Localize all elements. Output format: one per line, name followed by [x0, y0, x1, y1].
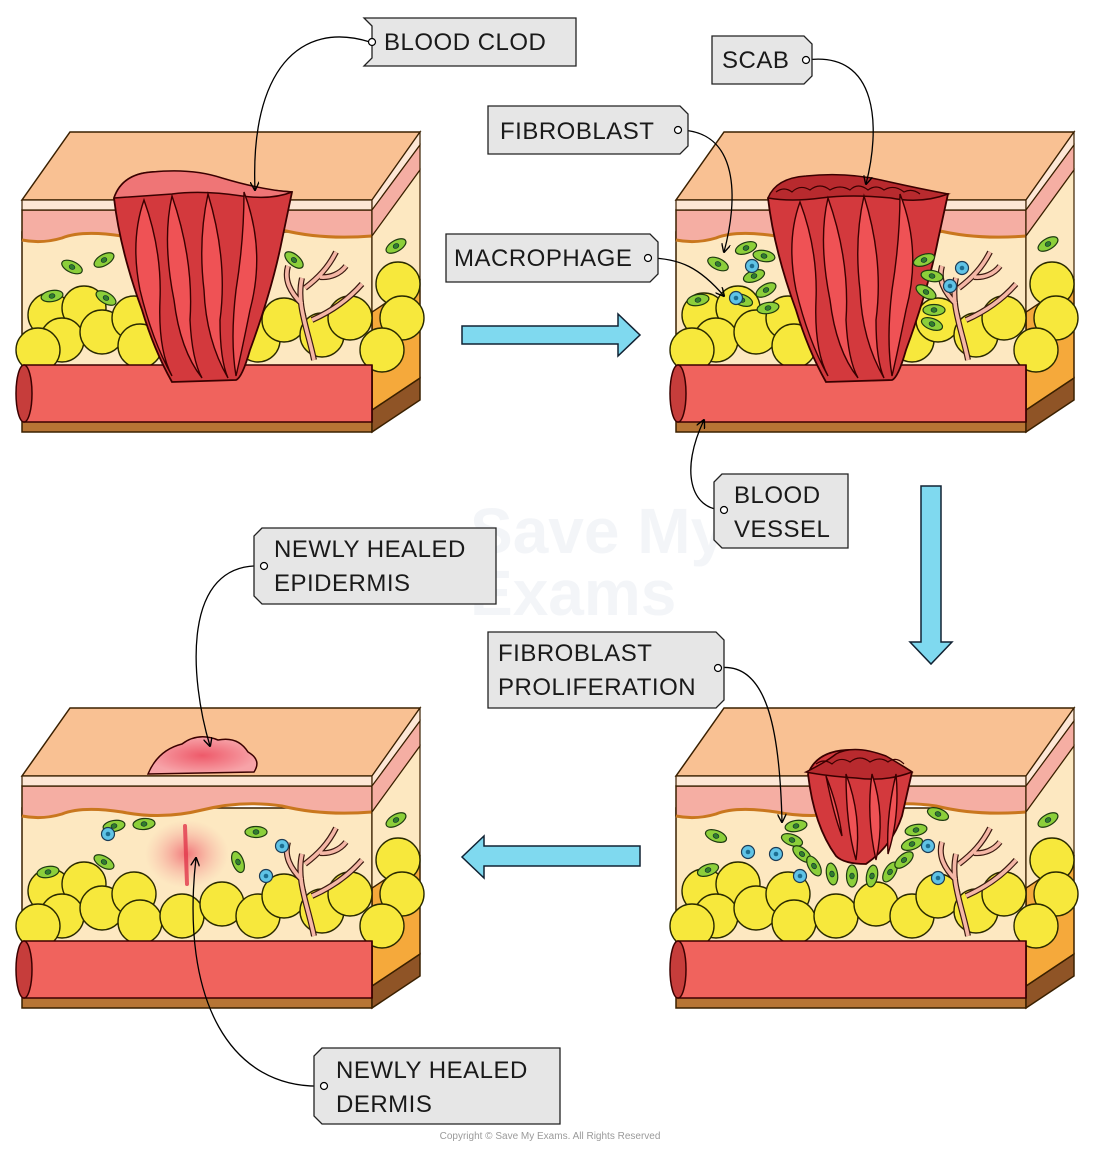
stage-4-skin-block: [16, 708, 424, 1008]
arrow-stage-3-to-4: [460, 834, 641, 880]
arrow-stage-2-to-3: [908, 485, 954, 666]
fibroblast-label-text: FIBROBLAST: [500, 118, 654, 145]
healed-dermis-label-line-2: DERMIS: [336, 1091, 432, 1118]
label-newly-healed-epidermis: NEWLY HEALED EPIDERMIS: [195, 527, 497, 746]
copyright-notice: Copyright © Save My Exams. All Rights Re…: [439, 1131, 661, 1142]
stage-1-skin-block: [16, 132, 424, 432]
healed-epidermis-label-line-1: NEWLY HEALED: [274, 536, 466, 563]
blood-vessel-label-line-2: VESSEL: [734, 516, 830, 543]
healed-dermis-scar: [145, 820, 229, 888]
healed-dermis-label-line-1: NEWLY HEALED: [336, 1057, 528, 1084]
watermark: Save My Exams: [470, 499, 726, 625]
scab-and-clot: [766, 173, 951, 383]
watermark-line-2: Exams: [470, 557, 677, 629]
healed-epidermis-label-line-2: EPIDERMIS: [274, 570, 411, 597]
blood-vessel-label-line-1: BLOOD: [734, 482, 821, 509]
label-blood-vessel: BLOOD VESSEL: [690, 420, 849, 549]
scab-label-text: SCAB: [722, 47, 789, 74]
label-blood-clod: BLOOD CLOD: [255, 17, 577, 190]
healed-epidermis-patch: [146, 736, 258, 775]
label-newly-healed-dermis: NEWLY HEALED DERMIS: [193, 858, 561, 1125]
blood-clod-label-text: BLOOD CLOD: [384, 29, 546, 56]
label-macrophage: MACROPHAGE: [445, 233, 724, 296]
stage-2-skin-block: [670, 132, 1078, 432]
watermark-line-1: Save My: [470, 495, 727, 567]
macrophage-label-text: MACROPHAGE: [454, 245, 632, 272]
label-fibroblast-proliferation: FIBROBLAST PROLIFERATION: [487, 631, 782, 822]
label-fibroblast: FIBROBLAST: [487, 105, 733, 252]
label-scab: SCAB: [711, 35, 874, 184]
fibroblast-proliferation-label-line-2: PROLIFERATION: [498, 674, 696, 701]
blood-clot: [112, 170, 294, 383]
arrow-stage-1-to-2: [461, 312, 642, 358]
fibroblast-proliferation-label-line-1: FIBROBLAST: [498, 640, 652, 667]
shrinking-clot: [803, 748, 914, 865]
stage-3-skin-block: [670, 708, 1078, 1008]
